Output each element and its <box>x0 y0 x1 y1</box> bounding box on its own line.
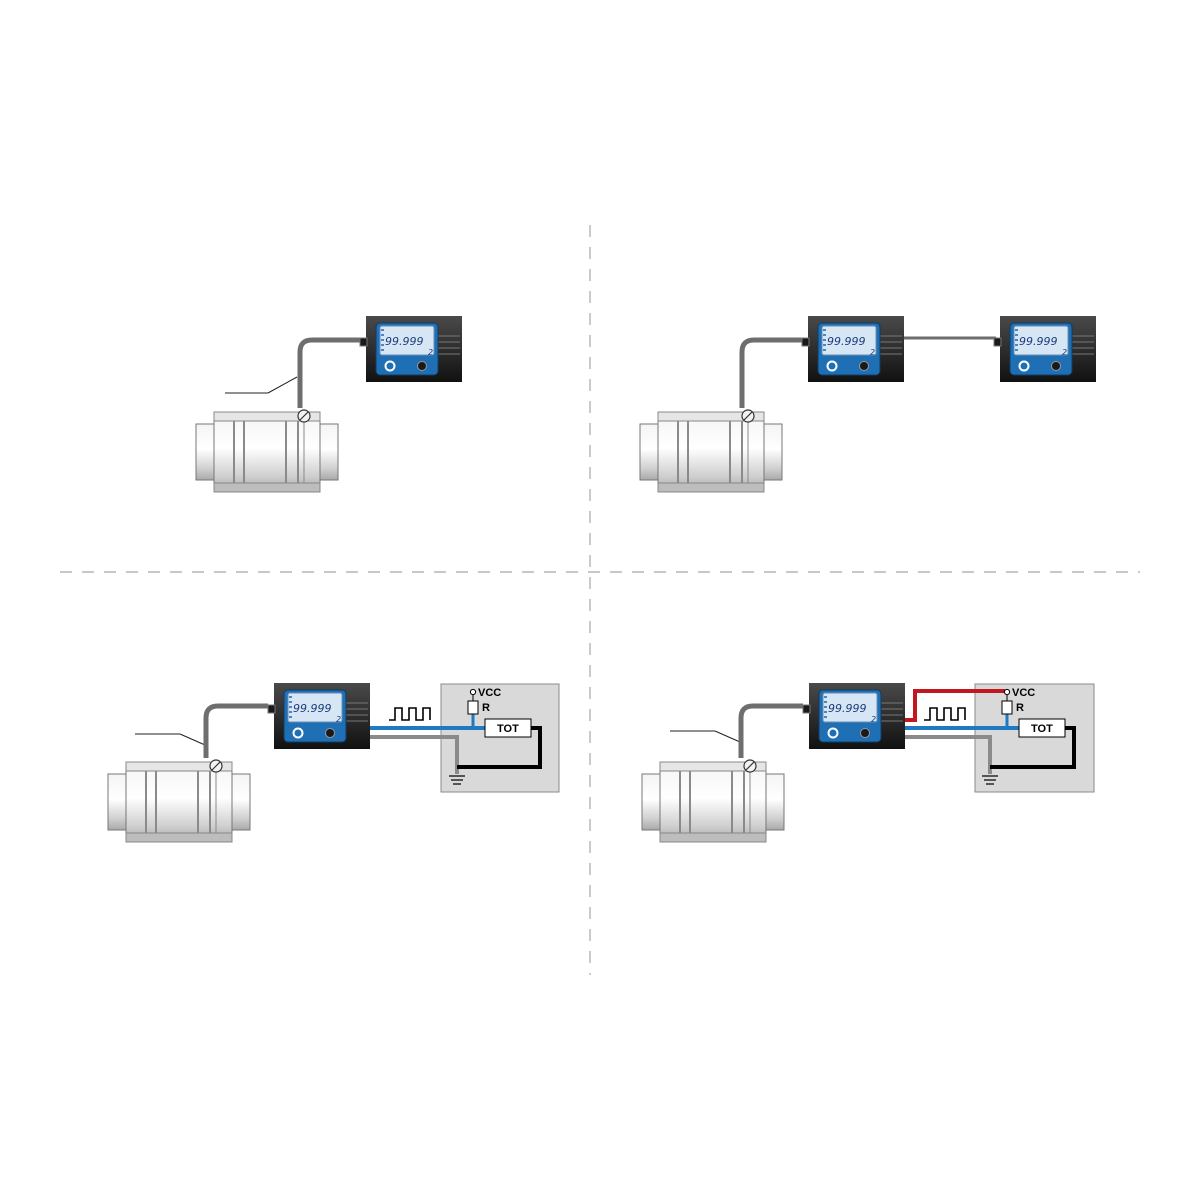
lcd-subvalue-secondary: 2 <box>1062 348 1067 357</box>
vcc-label: VCC <box>1012 687 1035 699</box>
vcc-terminal <box>1003 688 1011 696</box>
resistor-label: R <box>1016 702 1024 714</box>
resistor-label: R <box>482 702 490 714</box>
power-wire <box>905 689 1005 722</box>
counter-unit <box>359 315 463 383</box>
vcc-terminal <box>469 688 477 696</box>
return-wire <box>990 726 1076 769</box>
totalizer-label: TOT <box>1031 723 1053 735</box>
sensor-leader-line-diagonal <box>179 733 206 746</box>
lcd-reading: 99.999 <box>385 335 424 348</box>
lcd-reading-primary: 99.999 <box>827 335 866 348</box>
counter-unit <box>267 682 371 750</box>
pulse-waveform <box>924 707 966 721</box>
totalizer-label: TOT <box>497 723 519 735</box>
lcd-subvalue: 2 <box>336 715 341 724</box>
resistor <box>467 700 479 715</box>
counter-unit <box>802 682 906 750</box>
ground-wire <box>370 735 459 774</box>
quadrant-sensor-counter-repeater: 99.999 2 99.999 2 <box>639 315 1097 493</box>
sensor-leader-line-diagonal <box>267 376 298 394</box>
counter-unit-primary <box>801 315 905 383</box>
flow-sensor <box>639 409 783 493</box>
sensor-cable <box>203 703 268 758</box>
sensor-cable <box>297 337 362 408</box>
quadrant-sensor-with-counter: 99.999 2 <box>195 315 463 493</box>
vcc-label: VCC <box>478 687 501 699</box>
lcd-subvalue-primary: 2 <box>870 348 875 357</box>
return-wire <box>457 726 542 769</box>
flow-sensor <box>641 759 785 843</box>
lcd-reading: 99.999 <box>293 702 332 715</box>
ground-wire <box>905 735 992 774</box>
counter-unit-secondary <box>993 315 1097 383</box>
flow-sensor <box>195 409 339 493</box>
lcd-reading: 99.999 <box>828 702 867 715</box>
sensor-cable <box>738 703 803 758</box>
sensor-cable <box>739 337 804 408</box>
quadrant-pulse-output-powered: 99.999 2 VCC R TOT <box>641 682 1095 843</box>
pulse-waveform <box>389 707 431 721</box>
resistor <box>1001 700 1013 715</box>
lcd-reading-secondary: 99.999 <box>1019 335 1058 348</box>
flow-sensor <box>107 759 251 843</box>
sensor-leader-line-diagonal <box>714 730 741 743</box>
quadrant-pulse-output-npn: 99.999 2 VCC R TOT <box>107 682 560 843</box>
lcd-subvalue: 2 <box>871 715 876 724</box>
lcd-subvalue: 2 <box>428 348 433 357</box>
